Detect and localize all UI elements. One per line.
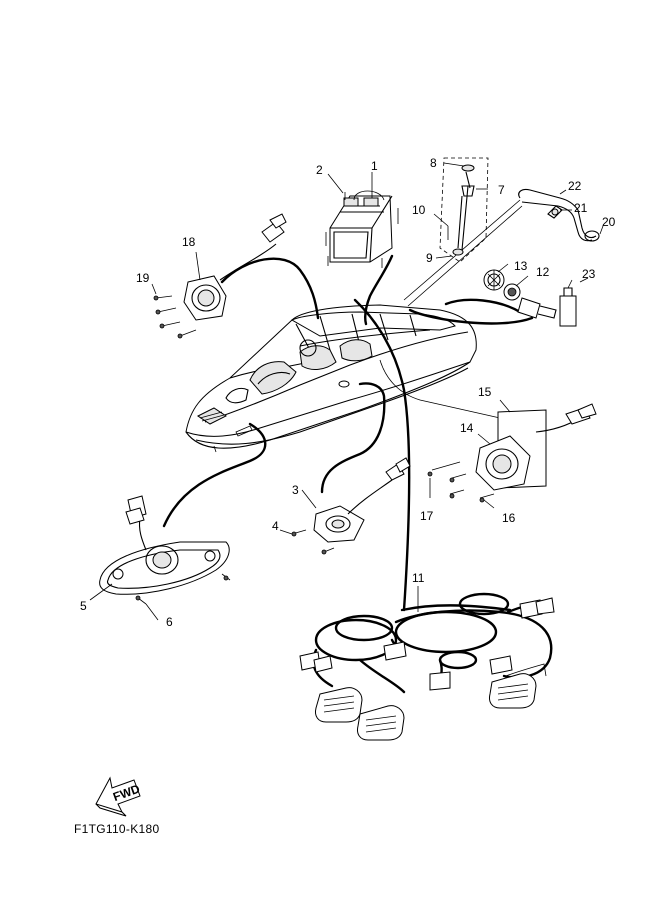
callout-2: 2	[316, 163, 323, 177]
callout-16: 16	[502, 511, 516, 525]
callout-14: 14	[460, 421, 474, 435]
grommet-parts	[483, 263, 529, 301]
callout-3: 3	[292, 483, 299, 497]
speaker-bracket-right	[427, 399, 597, 509]
bracket-rod-assembly	[518, 188, 604, 242]
callout-11: 11	[412, 571, 425, 585]
callout-12: 12	[536, 265, 550, 279]
small-light-assembly	[279, 457, 411, 555]
callout-5: 5	[80, 599, 87, 613]
figure-code: F1TG110-K180	[74, 822, 160, 836]
callout-22: 22	[568, 179, 582, 193]
gas-strut-assembly	[433, 157, 489, 263]
callout-19: 19	[136, 271, 150, 285]
callout-9: 9	[426, 251, 433, 265]
callout-4: 4	[272, 519, 279, 533]
callout-20: 20	[602, 215, 616, 229]
callout-10: 10	[412, 203, 426, 217]
speaker-flange-left	[151, 213, 287, 339]
callout-8: 8	[430, 156, 437, 170]
callout-numbers: 1 2 3 4 5 6 7 8 9 10 11 12 13 14 15 16 1…	[80, 156, 616, 629]
boat-hull	[185, 304, 477, 453]
callout-13: 13	[514, 259, 528, 273]
fwd-arrow-icon: FWD	[95, 776, 142, 817]
callout-21: 21	[574, 201, 588, 215]
callout-1: 1	[371, 159, 378, 173]
wire-harness-assembly	[299, 586, 555, 741]
callout-6: 6	[166, 615, 173, 629]
callout-23: 23	[582, 267, 596, 281]
callout-17: 17	[420, 509, 434, 523]
bow-light-assembly	[89, 495, 231, 621]
callout-18: 18	[182, 235, 196, 249]
wiring-runs	[162, 199, 534, 612]
callout-15: 15	[478, 385, 492, 399]
battery-box-assembly	[325, 172, 399, 268]
sensor-part	[517, 277, 589, 327]
callout-7: 7	[498, 183, 505, 197]
